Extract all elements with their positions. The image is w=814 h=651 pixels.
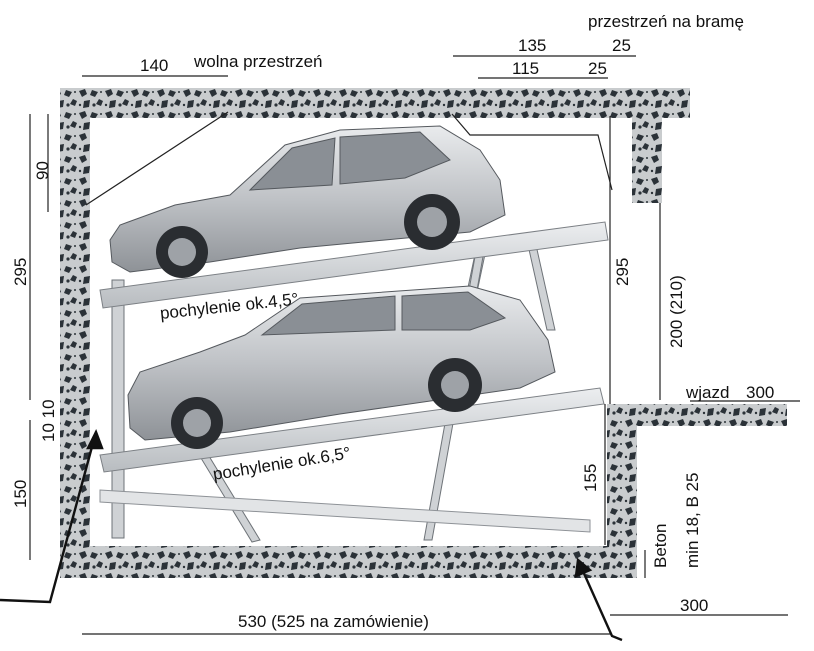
- dim-200-210: 200 (210): [667, 275, 686, 348]
- label-gate-space: przestrzeń na bramę: [588, 12, 744, 31]
- dim-150: 150: [11, 479, 30, 508]
- label-free-space: wolna przestrzeń: [194, 52, 323, 71]
- dim-135: 135: [518, 36, 547, 55]
- dim-10-10: 10 10: [39, 399, 58, 442]
- lower-car: [127, 285, 556, 449]
- concrete-structure: [60, 88, 787, 578]
- dim-530: 530 (525 na zamówienie): [238, 612, 429, 631]
- pointer-arrows: [0, 429, 623, 642]
- dimension-lines: [29, 55, 800, 635]
- lintel-right: [632, 88, 662, 203]
- dim-295-right: 295: [613, 257, 632, 286]
- front-post: [111, 279, 125, 539]
- dim-90: 90: [33, 161, 52, 180]
- pit-platform: [99, 489, 591, 533]
- middle-platform: [99, 387, 605, 473]
- upper-car-window-rear: [339, 131, 451, 185]
- arrow-bottom-pointer: [576, 559, 623, 642]
- clearance-line-left: [85, 111, 229, 206]
- dim-entry-300: 300: [746, 383, 775, 402]
- right-pit-wall: [607, 404, 637, 578]
- clearance-line-right: [451, 113, 613, 191]
- upper-car-window: [248, 137, 336, 191]
- floor-slab: [60, 546, 635, 578]
- label-concrete: Beton: [651, 523, 670, 568]
- dim-300-bottom: 300: [680, 596, 709, 615]
- dim-140: 140: [140, 56, 169, 75]
- left-wall: [60, 88, 90, 578]
- dim-295-left: 295: [11, 257, 30, 286]
- dim-155: 155: [581, 463, 600, 492]
- dim-25-second: 25: [588, 59, 607, 78]
- label-concrete-spec: min 18, B 25: [683, 472, 702, 568]
- entry-slab: [607, 404, 787, 426]
- label-entry: wjazd: [686, 383, 730, 402]
- lower-car-window-rear: [401, 291, 507, 331]
- lower-car-window: [260, 295, 396, 336]
- ceiling-slab: [60, 88, 690, 118]
- dim-115: 115: [512, 59, 540, 78]
- arrow-left-pointer: [0, 431, 98, 604]
- upper-car: [109, 125, 506, 278]
- dim-25-top: 25: [612, 36, 631, 55]
